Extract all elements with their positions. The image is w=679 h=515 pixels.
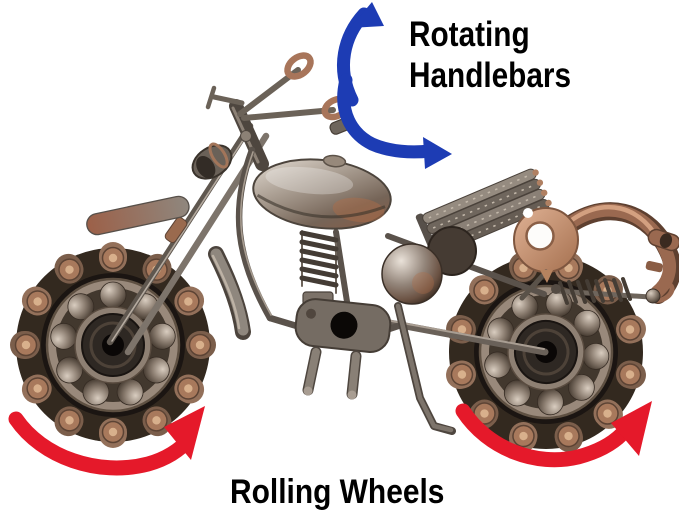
fuel-tank (252, 154, 392, 230)
rotating-arrow-icon (337, 2, 452, 169)
rear-fender (549, 202, 679, 304)
rolling-wheels-label: Rolling Wheels (230, 473, 445, 511)
rolling-arrow-left-icon (8, 406, 205, 476)
engine (294, 226, 477, 400)
rotating-handlebars-line1: Rotating (409, 15, 530, 54)
shock-spring (551, 277, 661, 305)
taillight (647, 228, 679, 252)
handlebars (205, 52, 353, 135)
rotating-handlebars-line2: Handlebars (409, 56, 572, 95)
motorcycle-body (10, 52, 679, 478)
rotating-handlebars-label: Rotating Handlebars (409, 14, 571, 96)
front-fender (86, 195, 251, 340)
headlight (191, 142, 233, 180)
kickstand (394, 302, 456, 435)
rolling-arrow-right-icon (455, 401, 652, 468)
seat-washer (513, 207, 579, 301)
